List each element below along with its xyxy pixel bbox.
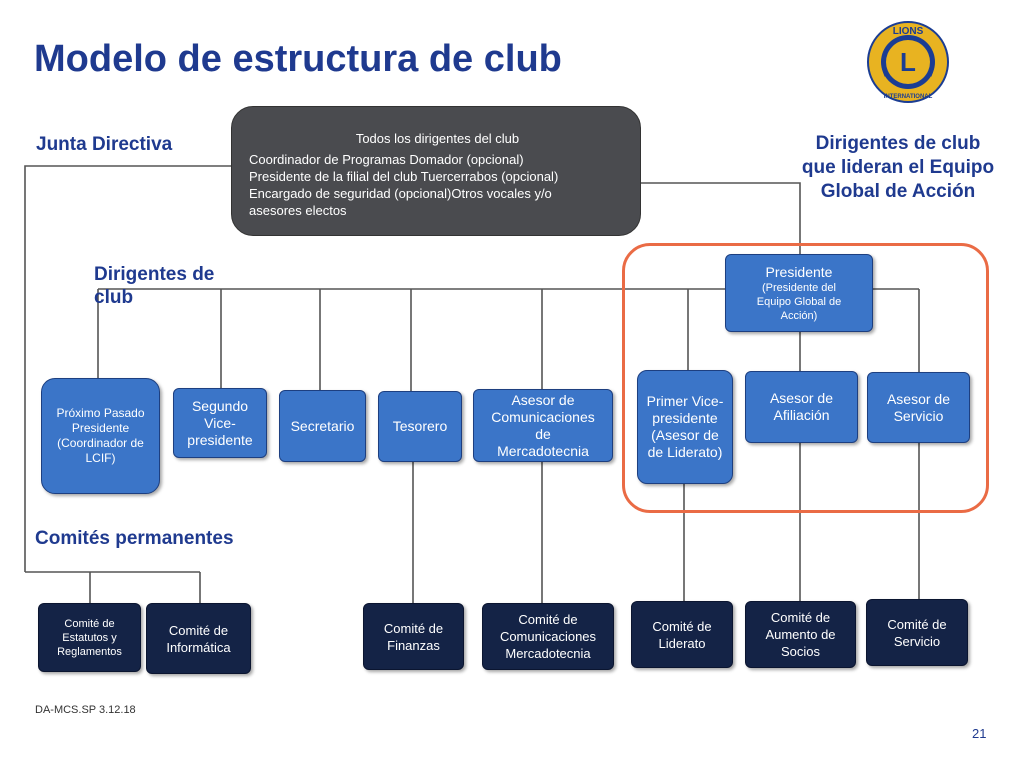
page-title: Modelo de estructura de club — [34, 38, 562, 80]
committee-box: Comité de Finanzas — [363, 603, 464, 670]
officer-box: Tesorero — [378, 391, 462, 462]
logo-bottom-text: INTERNATIONAL — [884, 94, 933, 100]
committee-box: Comité de Informática — [146, 603, 251, 674]
committee-box: Comité de Aumento de Socios — [745, 601, 856, 668]
board-line: Coordinador de Programas Domador (opcion… — [249, 152, 524, 167]
officer-box: Asesor de Comunicaciones de Mercadotecni… — [473, 389, 613, 462]
label-gat: Dirigentes de club que lideran el Equipo… — [801, 133, 995, 202]
board-left-connector — [24, 165, 231, 572]
board-line: Presidente de la filial del club Tuercer… — [249, 169, 559, 184]
label-committees: Comités permanentes — [35, 528, 234, 549]
logo-letter: L — [900, 47, 916, 77]
officer-box: Próximo Pasado Presidente (Coordinador d… — [41, 378, 160, 494]
officer-box: Asesor de Servicio — [867, 372, 970, 443]
president-title: Presidente — [765, 263, 833, 280]
page-number: 21 — [972, 726, 987, 741]
president-box: Presidente (Presidente del Equipo Global… — [725, 254, 873, 332]
board-heading: Todos los dirigentes del club — [355, 131, 520, 146]
lions-logo: L LIONS INTERNATIONAL — [867, 21, 949, 103]
board-line: asesores electos — [249, 203, 347, 218]
president-subtitle: (Presidente del Equipo Global de Acción) — [756, 281, 842, 322]
label-officers: Dirigentes de club — [94, 264, 215, 308]
officer-box: Asesor de Afiliación — [745, 371, 858, 443]
board-right-connector — [641, 182, 801, 254]
board-box: Todos los dirigentes del club Coordinado… — [231, 106, 641, 236]
committee-box: Comité de Liderato — [631, 601, 733, 668]
officer-box: Secretario — [279, 390, 366, 462]
gat-highlight — [622, 243, 989, 513]
officer-box: Primer Vice-presidente (Asesor de de Lid… — [637, 370, 733, 484]
board-line: Encargado de seguridad (opcional)Otros v… — [249, 186, 552, 201]
committee-box: Comité de Comunicaciones Mercadotecnia — [482, 603, 614, 670]
footer-code: DA-MCS.SP 3.12.18 — [35, 704, 136, 716]
label-board: Junta Directiva — [36, 134, 173, 155]
committee-box: Comité de Servicio — [866, 599, 968, 666]
officer-box: Segundo Vice-presidente — [173, 388, 267, 458]
logo-top-text: LIONS — [893, 26, 924, 37]
committee-box: Comité de Estatutos y Reglamentos — [38, 603, 141, 672]
